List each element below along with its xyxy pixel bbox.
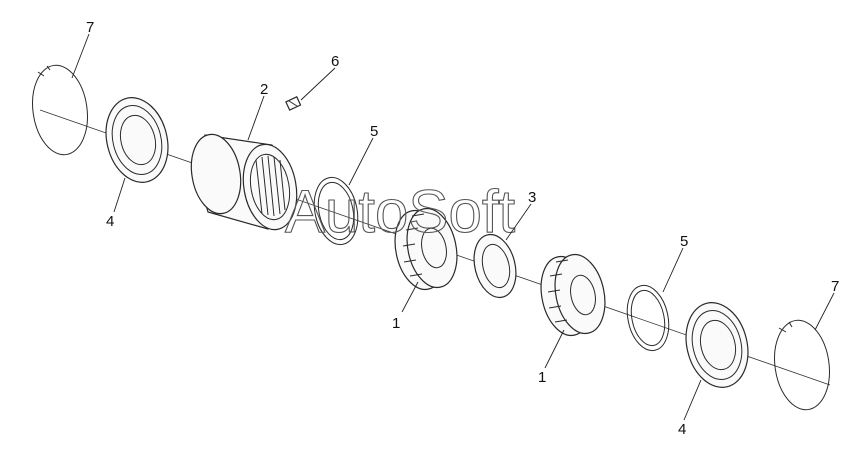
callout-6: 6 [331,53,339,70]
retaining-ring-left [32,64,88,156]
callout-7-left: 7 [86,19,94,36]
callout-5-left: 5 [370,123,378,140]
callout-2: 2 [260,81,268,98]
leader-lines [71,33,835,421]
watermark: AutoSoft [285,178,515,245]
callout-4-left: 4 [106,213,114,230]
callout-7-right: 7 [831,278,839,295]
snap-ring-right [626,284,670,352]
end-cap-right [685,302,749,388]
snap-ring-left [313,176,359,246]
end-cap-left [105,97,169,183]
plug-screw [285,96,302,111]
callout-1-left: 1 [392,315,400,332]
retaining-ring-right [774,319,830,411]
bearing-housing [190,133,298,231]
splined-gear-left [394,207,458,291]
callout-3: 3 [528,189,536,206]
callout-5-right: 5 [680,233,688,250]
callout-4-right: 4 [678,421,686,438]
thrust-washer [473,233,517,299]
splined-gear-right [540,253,606,337]
callout-1-right: 1 [538,369,546,386]
